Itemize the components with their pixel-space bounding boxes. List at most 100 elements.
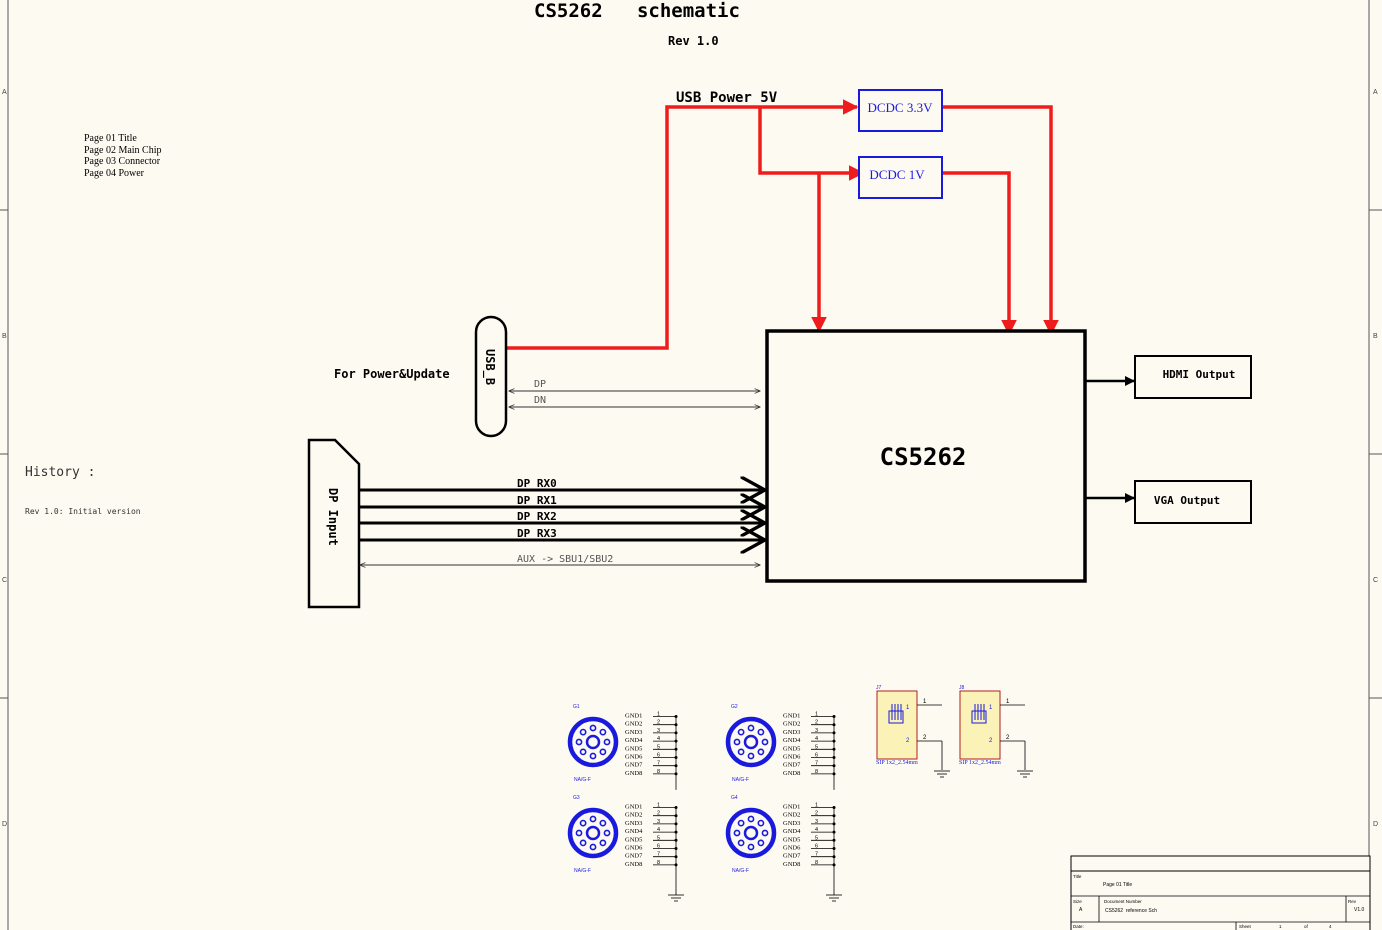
pin-number: 5	[657, 744, 660, 750]
pin-number: 3	[815, 728, 818, 734]
hole-value: NA/G-F	[732, 777, 749, 783]
title-block-title-value: Page 01 Title	[1103, 882, 1132, 888]
pin-number: 2	[657, 811, 660, 817]
pin-number: 4	[815, 827, 818, 833]
hole-ref: G1	[573, 704, 580, 710]
jumper-ref: J8	[959, 685, 965, 691]
title-block-date-label: Date:	[1073, 924, 1084, 929]
output-arrows	[1085, 376, 1135, 503]
pin-number: 8	[657, 860, 660, 866]
pin-number: 7	[657, 852, 660, 858]
gnd-pin-label: GND5	[625, 745, 642, 752]
pin-number: 4	[657, 736, 660, 742]
pin-number: 4	[657, 827, 660, 833]
title-block-sheet-value: 1	[1279, 924, 1282, 929]
gnd-pin-label: GND4	[783, 828, 801, 835]
pin-number: 6	[815, 753, 818, 759]
jumper-j8: J8 1 2 1 2 SIP 1x2_2.54mm	[959, 685, 1033, 778]
pin-number: 7	[815, 761, 818, 767]
gnd-pin-label: GND6	[783, 845, 801, 852]
pin-number: 3	[815, 819, 818, 825]
jumper-pin: 1	[923, 699, 927, 705]
hole-value: NA/G-F	[574, 868, 591, 874]
usb-b-connector: USB_B	[474, 315, 508, 438]
mounting-hole-icon	[567, 716, 619, 768]
dp-input-connector: DP Input	[307, 438, 361, 609]
aux-label: AUX -> SBU1/SBU2	[517, 554, 613, 565]
title-block-size-label: Size	[1073, 899, 1082, 904]
hole-ref: G4	[731, 795, 738, 801]
pin-number: 5	[657, 835, 660, 841]
dp-input-label: DP Input	[326, 488, 340, 546]
dp-lane-label: DP RX0	[517, 477, 557, 490]
border-row-d: D	[2, 821, 7, 828]
title-block-doc-value: CS5262 reference Sch	[1105, 908, 1157, 914]
pin-number: 8	[815, 769, 818, 775]
gnd-pin-label: GND6	[625, 845, 643, 852]
jumper-j7: J7 1 2 1 2 SIP 1x2_2.54mm	[876, 685, 950, 778]
jumper-footprint: SIP 1x2_2.54mm	[959, 760, 1001, 766]
pin-number: 6	[657, 753, 660, 759]
history-entry: Rev 1.0: Initial version	[25, 507, 141, 516]
pin-number: 8	[815, 860, 818, 866]
gnd-pin-label: GND7	[783, 762, 801, 769]
title-block-of-value: 4	[1329, 924, 1332, 929]
usb-b-note: For Power&Update	[334, 367, 450, 381]
page-index-item: Page 02 Main Chip	[84, 145, 162, 156]
gnd-pin-label: GND4	[625, 828, 643, 835]
border-row-a-right: A	[1373, 89, 1378, 96]
pin-number: 2	[657, 720, 660, 726]
hole-value: NA/G-F	[732, 868, 749, 874]
dcdc-3v3-block: DCDC 3.3V	[858, 89, 943, 132]
jumper-pin-inner: 2	[906, 738, 910, 744]
hdmi-output-label: HDMI Output	[1163, 368, 1236, 381]
pin-number: 6	[815, 844, 818, 850]
gnd-pin-label: GND4	[625, 737, 643, 744]
history-heading: History :	[25, 465, 95, 480]
usb-b-label: USB_B	[482, 349, 497, 385]
jumper-pin: 2	[923, 735, 927, 741]
gnd-pin-label: GND2	[783, 721, 800, 728]
gnd-pin-label: GND8	[783, 861, 800, 868]
title-block-title-label: Title	[1073, 874, 1082, 879]
chip-label: CS5262	[880, 443, 967, 471]
border-row-b-right: B	[1373, 333, 1378, 340]
border-row-c: C	[2, 577, 7, 584]
jumper-footprint: SIP 1x2_2.54mm	[876, 760, 918, 766]
pin-number: 7	[657, 761, 660, 767]
dcdc-1v-block: DCDC 1V	[858, 156, 943, 199]
gnd-pin-label: GND1	[783, 804, 800, 811]
jumper-ref: J7	[876, 685, 882, 691]
gnd-pin-label: GND1	[625, 804, 642, 811]
dp-lane-label: DP RX2	[517, 510, 557, 523]
gnd-pin-label: GND5	[625, 836, 642, 843]
page-title: CS5262 schematic	[534, 0, 740, 22]
power-wires	[507, 99, 1059, 350]
gnd-pin-label: GND4	[783, 737, 801, 744]
dcdc-1v-label: DCDC 1V	[869, 167, 925, 182]
revision-label: Rev 1.0	[668, 34, 719, 48]
ground-icon	[1017, 770, 1033, 778]
hole-ref: G2	[731, 704, 738, 710]
gnd-pin-label: GND3	[783, 820, 800, 827]
gnd-pin-label: GND8	[625, 770, 642, 777]
vga-output-label: VGA Output	[1154, 494, 1220, 507]
gnd-pin-label: GND3	[625, 820, 642, 827]
gnd-pin-label: GND7	[625, 762, 643, 769]
usb-power-label: USB Power 5V	[676, 90, 778, 106]
pin-number: 8	[657, 769, 660, 775]
border-row-a: A	[2, 89, 7, 96]
jumper-pin-inner: 2	[989, 738, 993, 744]
gnd-pin-label: GND1	[625, 713, 642, 720]
ground-icon	[668, 894, 684, 902]
dp-lane-label: DP RX1	[517, 494, 557, 507]
